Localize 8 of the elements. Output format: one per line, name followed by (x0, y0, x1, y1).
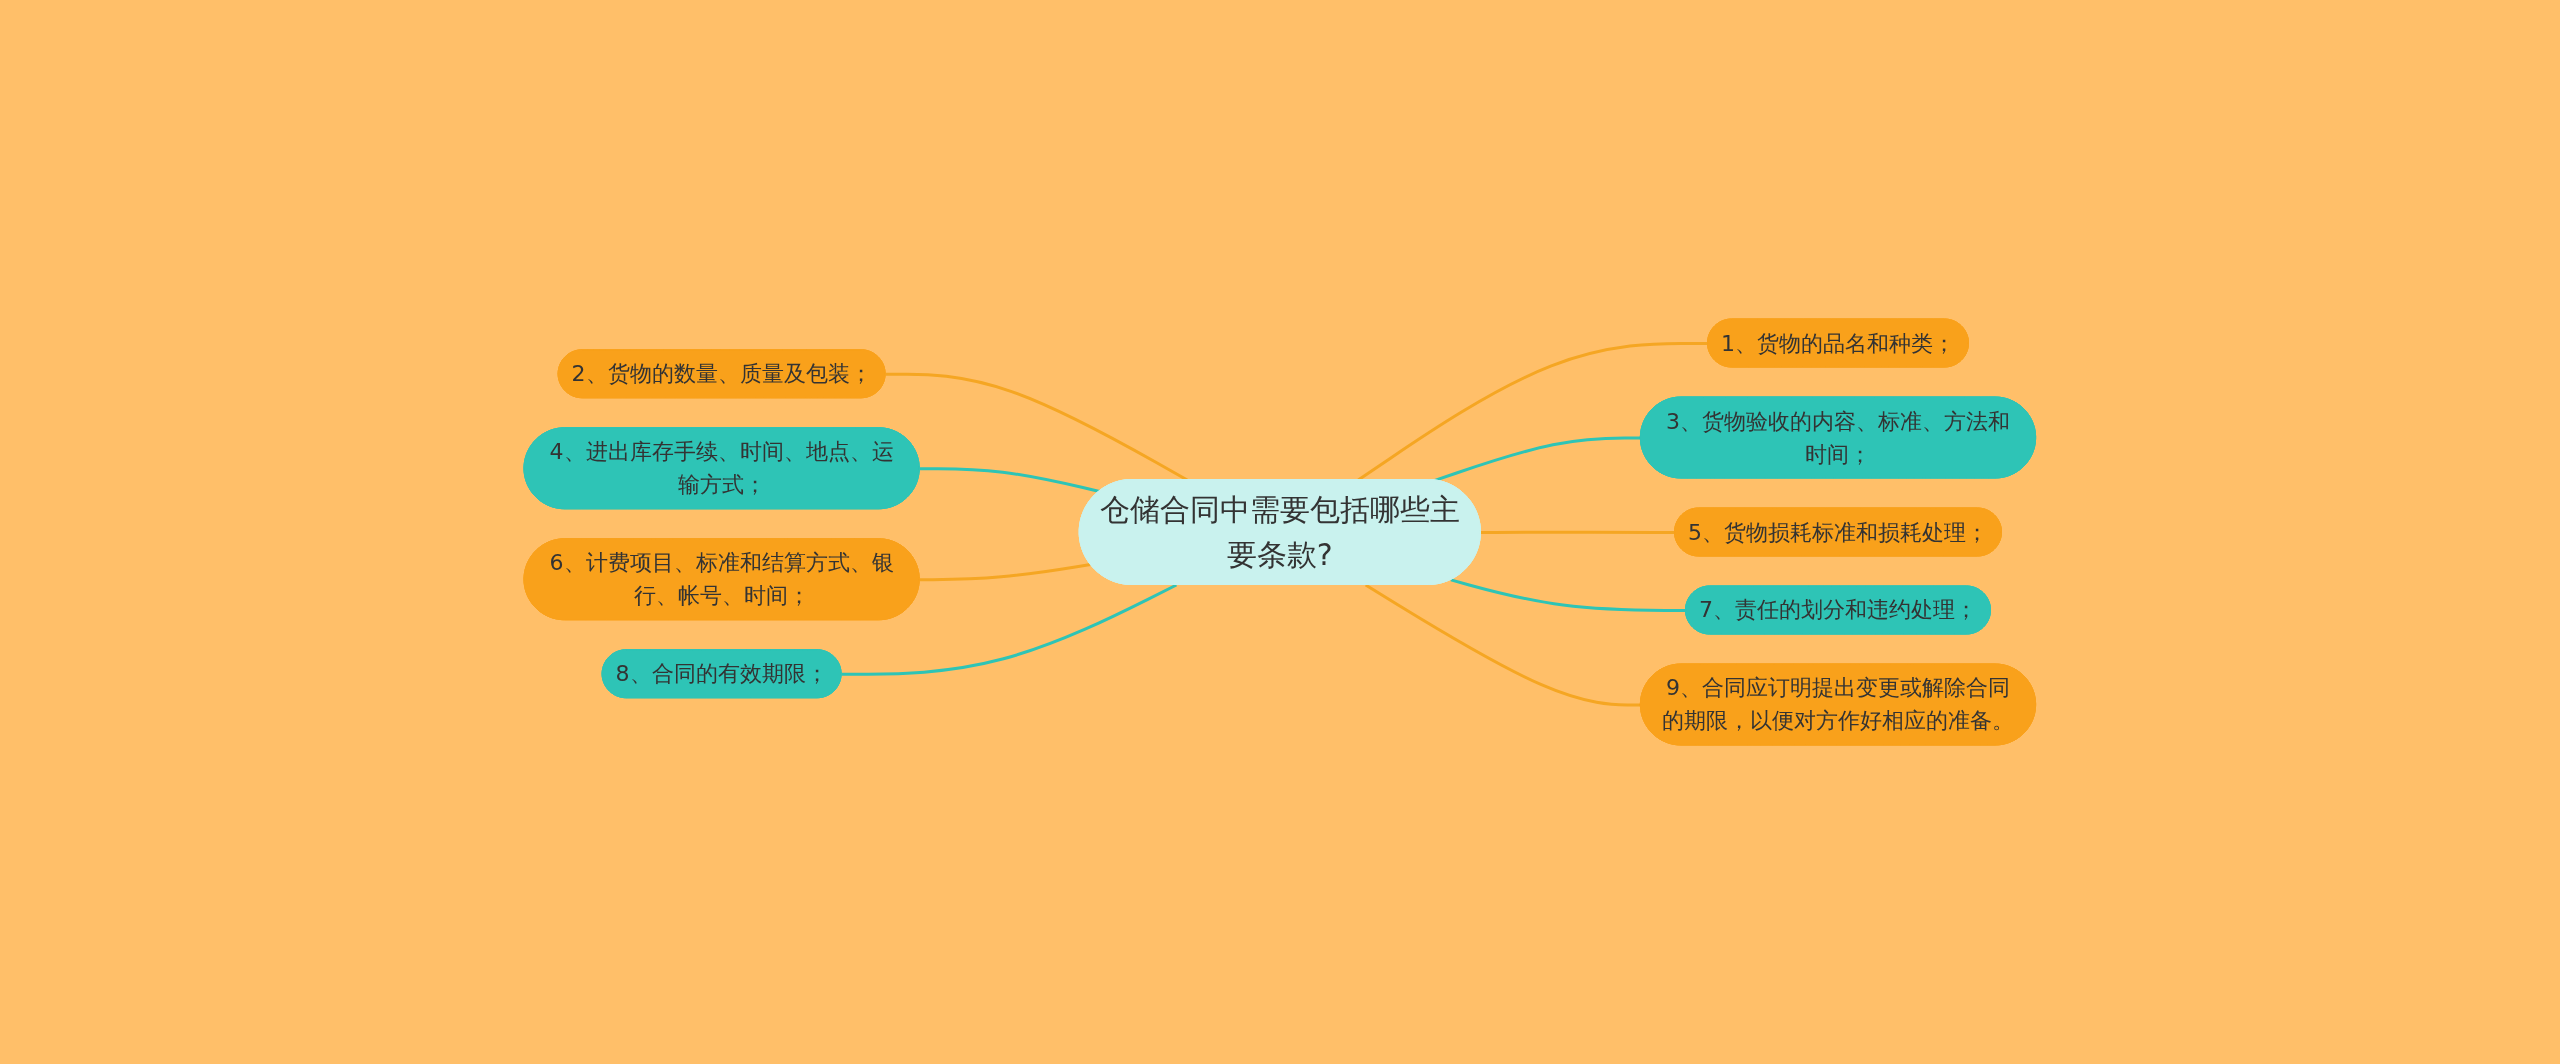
connector (1357, 341, 1709, 482)
connector (1481, 530, 1676, 534)
connector (1450, 578, 1687, 612)
connector (841, 583, 1178, 676)
connector (1434, 436, 1642, 482)
connector (919, 562, 1091, 582)
connector (919, 467, 1101, 493)
connector (1365, 583, 1642, 707)
